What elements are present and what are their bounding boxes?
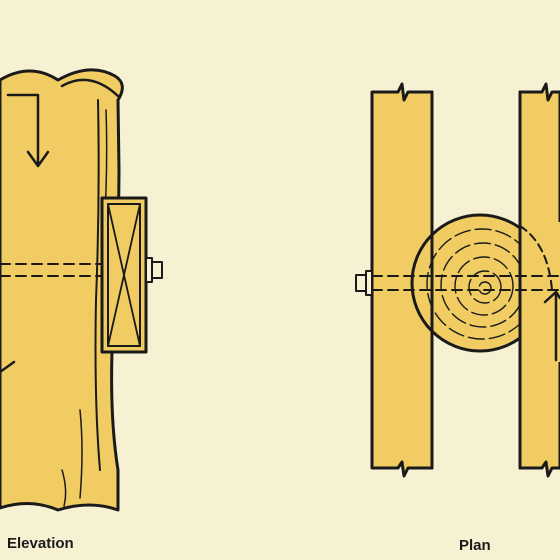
log-hidden-edge	[519, 225, 553, 291]
caption-plan: Plan	[459, 537, 491, 554]
spacer-block-cross	[107, 203, 141, 347]
bark-grain	[61, 469, 67, 507]
plan-view	[355, 82, 560, 478]
spacer-block-inner	[107, 203, 141, 347]
load-arrow	[6, 93, 40, 167]
caption-elevation: Elevation	[7, 535, 74, 552]
nut	[355, 274, 367, 292]
load-arrow-lower	[0, 360, 16, 374]
bark-grain	[79, 409, 83, 499]
elevation-view	[0, 68, 163, 512]
arrowhead	[26, 150, 50, 168]
nut	[151, 261, 163, 279]
timber-right-cover	[520, 222, 560, 362]
log-top-end	[60, 78, 120, 98]
bark-grain	[94, 99, 101, 471]
